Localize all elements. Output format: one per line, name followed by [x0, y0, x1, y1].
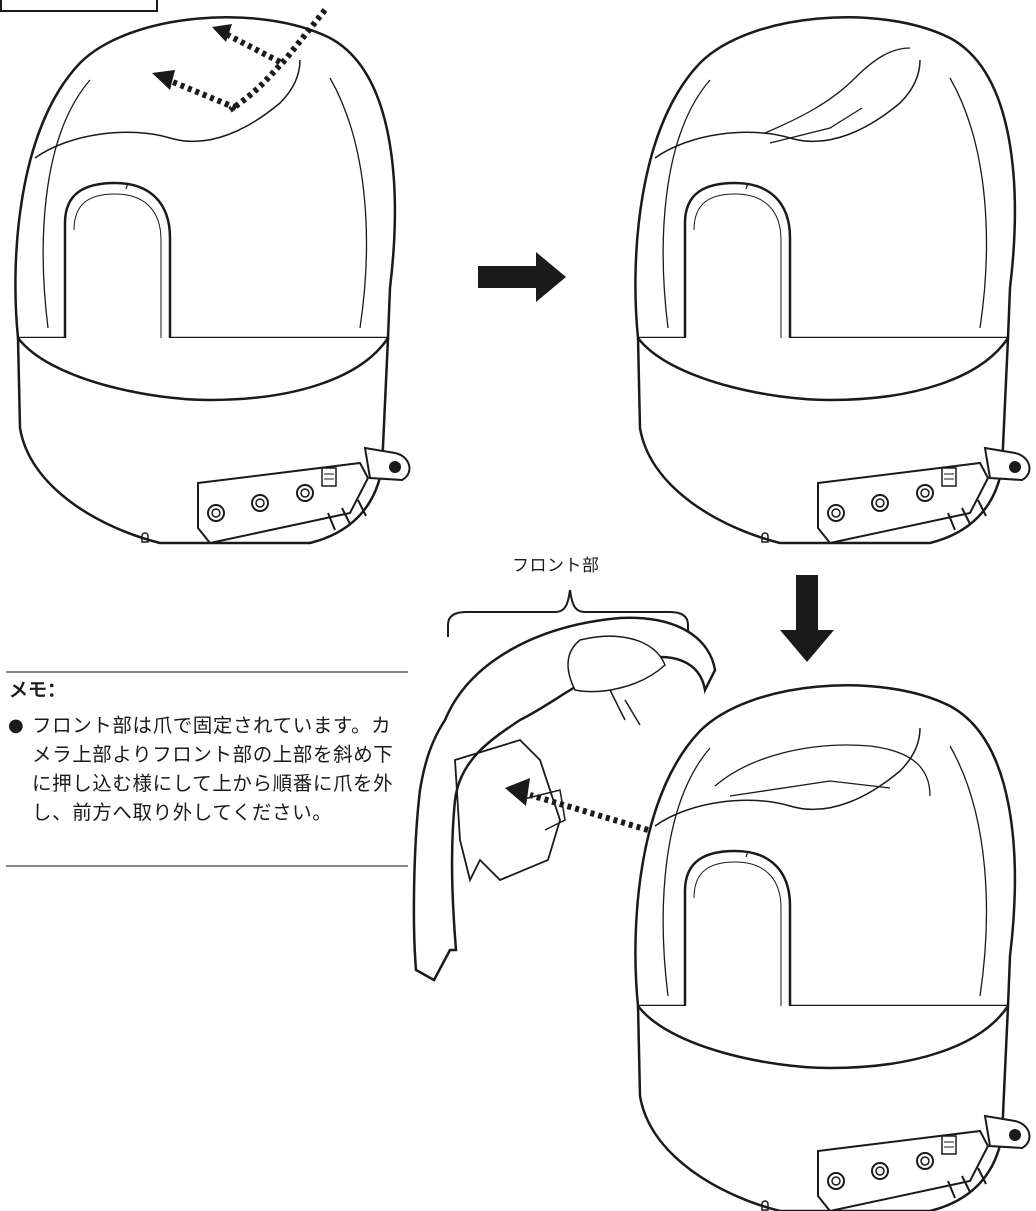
bullet-icon: ● [8, 715, 24, 736]
header-tag-box [0, 0, 158, 12]
memo-rule-bottom [6, 865, 408, 867]
removal-direction-arrow [505, 778, 649, 833]
memo-box: メモ： ● フロント部は爪で固定されています。カメラ上部よりフロント部の上部を斜… [6, 671, 408, 871]
right-arrow-icon [478, 252, 566, 302]
front-part-label: フロント部 [512, 556, 600, 576]
press-direction-arrows [152, 8, 328, 113]
down-arrow-icon [780, 575, 834, 662]
camera-step3 [634, 684, 1031, 1211]
memo-title: メモ： [9, 679, 67, 701]
camera-step2 [634, 16, 1031, 545]
memo-text: フロント部は爪で固定されています。カメラ上部よりフロント部の上部を斜め下に押し込… [32, 714, 394, 824]
memo-rule-top [6, 671, 408, 673]
front-part-bracket [447, 589, 689, 637]
